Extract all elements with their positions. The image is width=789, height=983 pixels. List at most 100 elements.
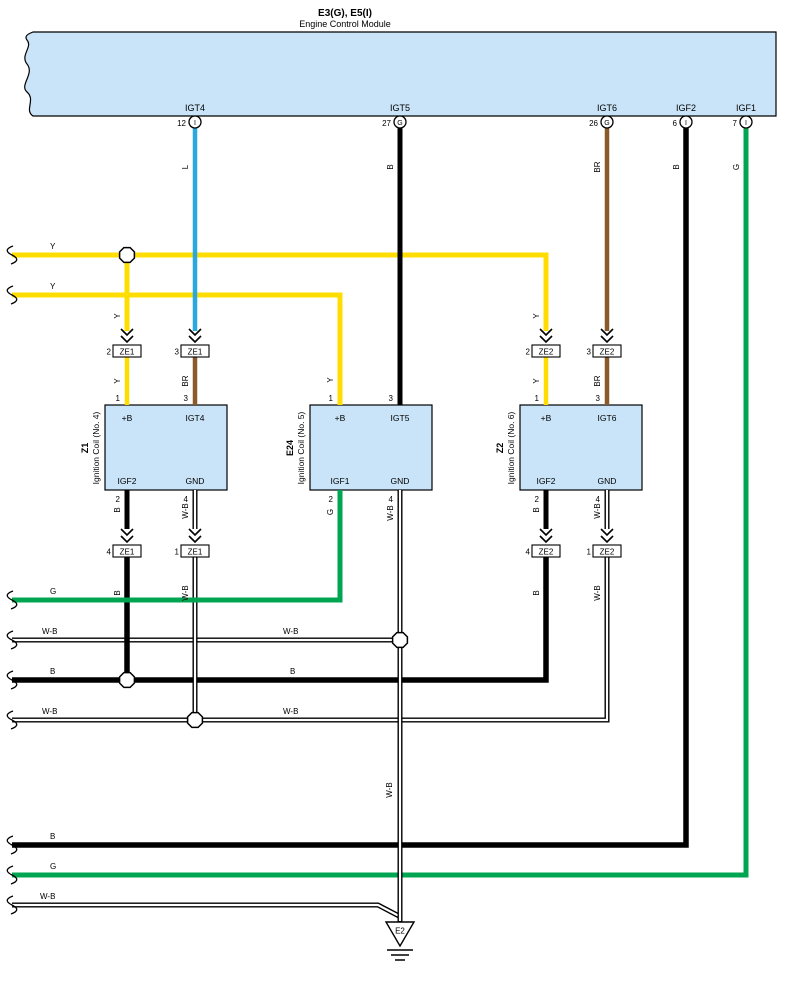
connector-pin-number: 1 xyxy=(175,548,180,557)
wire-color-label: G xyxy=(732,164,741,170)
wire-color-label: BR xyxy=(181,375,190,386)
wire-color-label: B xyxy=(50,667,55,676)
connector-box xyxy=(531,544,561,558)
ground-earth-icon xyxy=(387,949,413,961)
connector-ze2-3: ZE2 3 xyxy=(587,328,622,358)
connector-arrow-icon xyxy=(539,328,553,337)
wire-break-icon xyxy=(6,710,18,730)
wire-yellow-bus-2 xyxy=(12,292,343,405)
ecm-pin-terminal xyxy=(393,115,407,129)
coil-code: Z1 xyxy=(80,443,90,454)
connector-name: ZE2 xyxy=(600,548,615,557)
ecm-pin-igf2: IGF2 6 I xyxy=(673,103,696,129)
wire-break-icon xyxy=(6,835,18,855)
coil-e24: +B IGT5 IGF1 GND 1 3 2 4 E24 Ignition Co… xyxy=(285,394,433,504)
wire-color-label: BR xyxy=(593,161,602,172)
ecm-pin-label: IGF2 xyxy=(676,103,696,113)
junctions xyxy=(118,246,409,729)
ecm-pin-terminal xyxy=(679,115,693,129)
ecm-pin-number: 26 xyxy=(589,119,598,128)
connector-pin-number: 2 xyxy=(526,348,531,357)
connector-name: ZE2 xyxy=(539,548,554,557)
wire-break-icon xyxy=(6,865,18,885)
junction xyxy=(391,631,409,649)
coil-body xyxy=(519,404,643,491)
coil-name: Ignition Coil (No. 5) xyxy=(296,411,306,484)
connector-ze1-2: ZE1 2 xyxy=(107,328,142,358)
wire-igf1-green xyxy=(12,128,749,878)
coil-pin-label: +B xyxy=(541,413,552,423)
ecm-pin-terminal xyxy=(739,115,753,129)
coil-pin-number: 1 xyxy=(116,394,121,403)
ecm-pin-igt5: IGT5 27 G xyxy=(382,103,410,129)
coil-name: Ignition Coil (No. 6) xyxy=(506,411,516,484)
ecm-pin-label: IGT6 xyxy=(597,103,617,113)
wire-color-label: W-B xyxy=(181,503,190,518)
coil-pin-label: IGT4 xyxy=(186,413,205,423)
coil-pin-label: GND xyxy=(391,476,410,486)
wire-wb-bus-2-stripe xyxy=(12,557,609,722)
wire-color-label: B xyxy=(532,590,541,595)
wire-color-label: W-B xyxy=(386,505,395,520)
ecm-pin-number: 27 xyxy=(382,119,391,128)
connector-name: ZE2 xyxy=(600,348,615,357)
connector-ze1-3: ZE1 3 xyxy=(175,328,210,358)
ecm-pin-label: IGT5 xyxy=(390,103,410,113)
connector-name: ZE1 xyxy=(120,348,135,357)
wire-color-label: Y xyxy=(532,378,541,384)
connector-pin-number: 3 xyxy=(587,348,592,357)
ecm-pin-number: 6 xyxy=(673,119,678,128)
ecm-pin-igf1: IGF1 7 I xyxy=(733,103,756,129)
connector-arrow-icon xyxy=(120,328,134,337)
connector-arrow-icon xyxy=(188,528,202,537)
coil-pin-label: IGF2 xyxy=(537,476,556,486)
coil-pin-label: GND xyxy=(598,476,617,486)
coil-pin-number: 2 xyxy=(535,495,540,504)
wire-color-label: W-B xyxy=(593,585,602,600)
connector-name: ZE2 xyxy=(539,348,554,357)
wire-color-label: W-B xyxy=(42,707,57,716)
connector-pin-number: 4 xyxy=(107,548,112,557)
wire-color-label: B xyxy=(672,164,681,169)
connector-ze1-1: ZE1 1 xyxy=(175,528,210,558)
connector-arrow-icon xyxy=(188,328,202,337)
wire-color-label: Y xyxy=(113,378,122,384)
wire-wb-bottom-stripe xyxy=(12,903,400,917)
ecm-title-code: E3(G), E5(I) xyxy=(318,8,372,19)
wire-wb-bottom xyxy=(12,902,401,919)
wire-break-icon xyxy=(6,670,18,690)
wire-break-icon xyxy=(6,630,18,650)
connector-ze2-4: ZE2 4 xyxy=(526,528,561,558)
ecm-pin-terminal-letter: I xyxy=(194,120,196,127)
coil-pin-label: IGT5 xyxy=(391,413,410,423)
connector-arrow-icon xyxy=(188,335,202,344)
ecm-pin-number: 12 xyxy=(177,119,186,128)
connector-name: ZE1 xyxy=(188,548,203,557)
wire-color-label: B xyxy=(50,832,55,841)
wire-break-icon xyxy=(6,895,18,915)
coil-pin-number: 1 xyxy=(329,394,334,403)
wire-break-icon xyxy=(6,245,18,265)
wire-color-label: Y xyxy=(50,242,56,251)
coil-pin-label: +B xyxy=(122,413,133,423)
wire-color-label: G xyxy=(326,509,335,515)
coil-pin-number: 3 xyxy=(389,394,394,403)
connector-box xyxy=(531,344,561,358)
ecm-pin-terminal-letter: I xyxy=(745,120,747,127)
junction xyxy=(186,711,204,729)
wire-color-label: W-B xyxy=(283,707,298,716)
coil-pin-number: 3 xyxy=(184,394,189,403)
ecm-pin-terminal xyxy=(188,115,202,129)
connector-arrow-icon xyxy=(539,335,553,344)
coil-pin-label: GND xyxy=(186,476,205,486)
wire-color-label: L xyxy=(181,164,190,169)
ecm-pin-terminal-letter: G xyxy=(397,120,402,127)
wire-color-label: Y xyxy=(532,313,541,319)
junction xyxy=(118,671,136,689)
ecm-pin-terminal-letter: I xyxy=(685,120,687,127)
wire-igf2-black xyxy=(12,128,689,848)
connector-arrow-icon xyxy=(120,528,134,537)
coil-pin-label: IGF1 xyxy=(331,476,350,486)
wire-color-label: G xyxy=(50,862,56,871)
wire-color-label: B xyxy=(113,590,122,595)
